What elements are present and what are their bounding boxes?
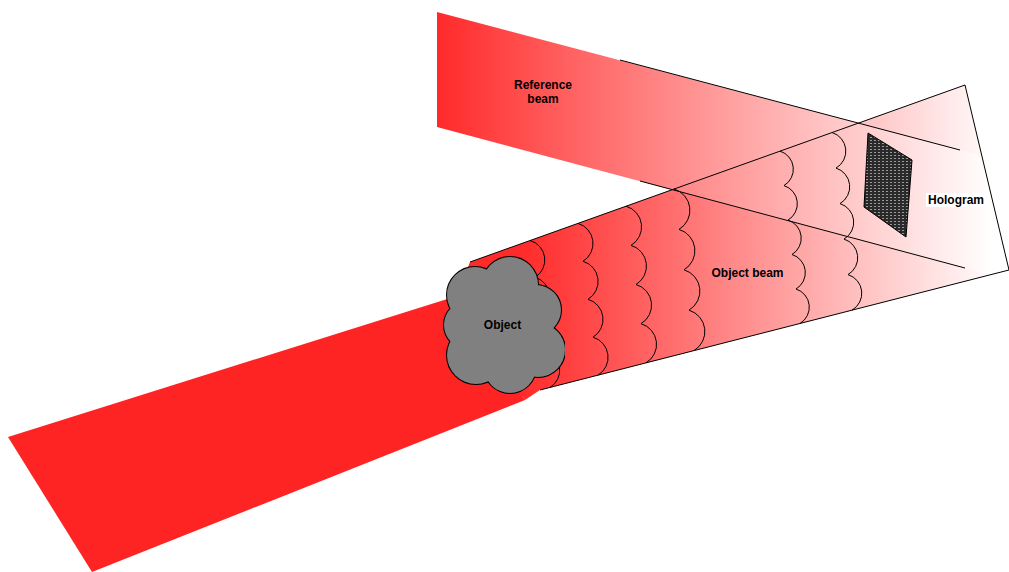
label-text: Object xyxy=(484,318,521,332)
wavefront xyxy=(780,151,809,323)
label-text: Reference beam xyxy=(503,78,583,106)
wavefront xyxy=(626,206,657,363)
beam-label: Object beam xyxy=(708,261,787,279)
label-text: Object beam xyxy=(711,266,783,280)
wavefront xyxy=(578,223,608,375)
wavefront xyxy=(674,189,705,351)
hologram-plate-shape xyxy=(858,125,1008,245)
hologram-plate: Hologram xyxy=(858,125,1008,245)
wavefronts xyxy=(530,133,862,388)
beam-edges xyxy=(470,60,1009,390)
wavefront xyxy=(832,133,862,311)
object-cloud: Object xyxy=(440,255,565,395)
label-text: Hologram xyxy=(926,193,986,207)
laser-beam xyxy=(8,295,525,572)
beam-label: Reference beam xyxy=(500,76,586,108)
reference-beam-band xyxy=(437,12,1009,279)
